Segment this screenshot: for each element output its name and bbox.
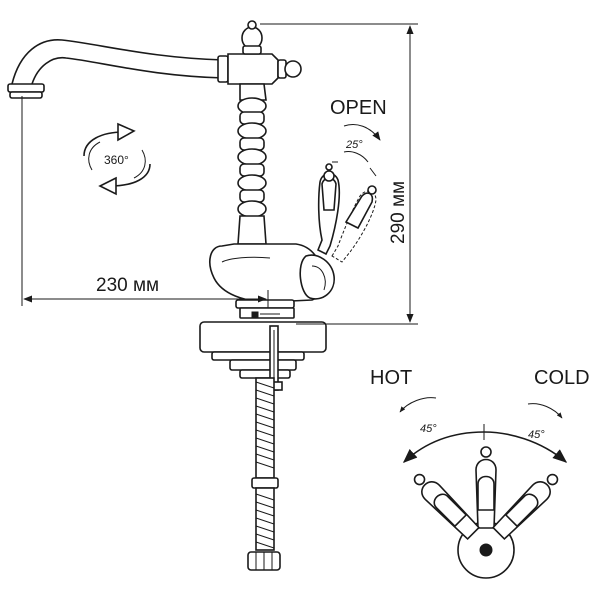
open-indicator: OPEN 25° (330, 97, 387, 177)
rotation-360-symbol: 360° (83, 122, 151, 196)
mixer-body (209, 243, 335, 303)
hot-angle-label: 45° (420, 423, 437, 435)
spout-hub (217, 53, 302, 85)
cold-label: COLD (534, 367, 590, 389)
height-dimension-label: 290 мм (388, 181, 409, 244)
lever-handle (316, 163, 341, 256)
dimension-reach: 230 мм (21, 96, 269, 308)
reach-dimension-label: 230 мм (96, 275, 159, 296)
rotation-angle-label: 360° (104, 153, 129, 167)
handle-center (475, 446, 497, 529)
top-finial (241, 20, 263, 55)
handle-cold (491, 473, 559, 541)
mounting-plate (199, 299, 327, 379)
column (237, 83, 267, 245)
handle-hot (413, 473, 481, 541)
open-label: OPEN (330, 97, 387, 119)
dimension-height: 290 мм (260, 23, 418, 325)
spout (7, 39, 225, 99)
hot-label: HOT (370, 367, 412, 389)
open-angle-label: 25° (345, 139, 363, 151)
supply-hose (247, 325, 283, 571)
cold-angle-label: 45° (528, 429, 545, 441)
faucet-drawing (7, 20, 377, 571)
lever-handle-open (331, 185, 377, 263)
hot-cold-diagram: HOT COLD 45° 45° (370, 367, 590, 579)
